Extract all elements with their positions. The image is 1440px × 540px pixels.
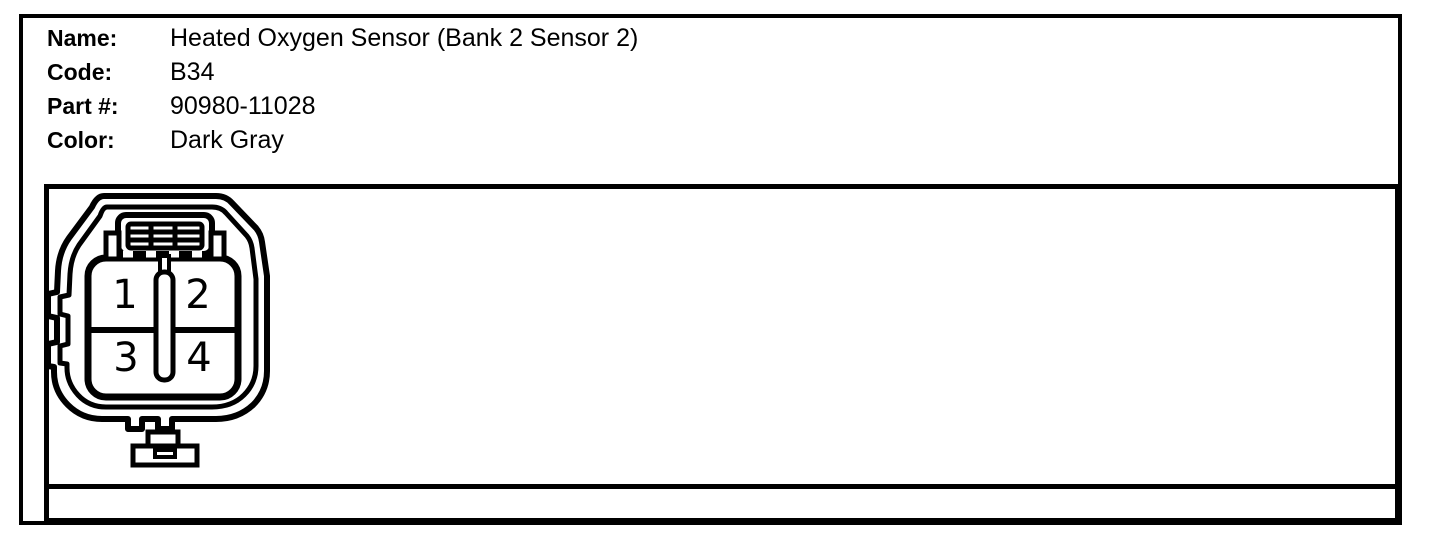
code-value: B34: [170, 58, 215, 86]
pin-4-label: 4: [186, 335, 211, 381]
pin-2-label: 2: [185, 272, 210, 318]
code-label: Code:: [47, 59, 113, 85]
color-value: Dark Gray: [170, 126, 284, 154]
name-label: Name:: [47, 25, 118, 51]
part-number-value: 90980-11028: [170, 92, 316, 120]
latch-bracket-left: [103, 230, 122, 262]
latch-bracket-right: [208, 230, 227, 262]
part-metadata: Name: Heated Oxygen Sensor (Bank 2 Senso…: [47, 21, 947, 157]
name-value: Heated Oxygen Sensor (Bank 2 Sensor 2): [170, 24, 639, 52]
field-row-code: Code: B34: [47, 55, 947, 89]
latch-inner: [125, 221, 205, 251]
pin-3-label: 3: [113, 335, 138, 381]
field-row-part-number: Part #: 90980-11028: [47, 89, 947, 123]
field-row-name: Name: Heated Oxygen Sensor (Bank 2 Senso…: [47, 21, 947, 55]
connector-pinout-diagram: 1 2 3 4: [45, 193, 270, 468]
field-row-color: Color: Dark Gray: [47, 123, 947, 157]
latch-grid-lines: [128, 224, 202, 248]
center-key: [153, 269, 176, 383]
pin-1-label: 1: [112, 272, 137, 318]
bottom-tab-slot: [153, 448, 177, 459]
color-label: Color:: [47, 127, 115, 153]
notes-strip: [44, 489, 1400, 524]
part-number-label: Part #:: [47, 93, 119, 119]
